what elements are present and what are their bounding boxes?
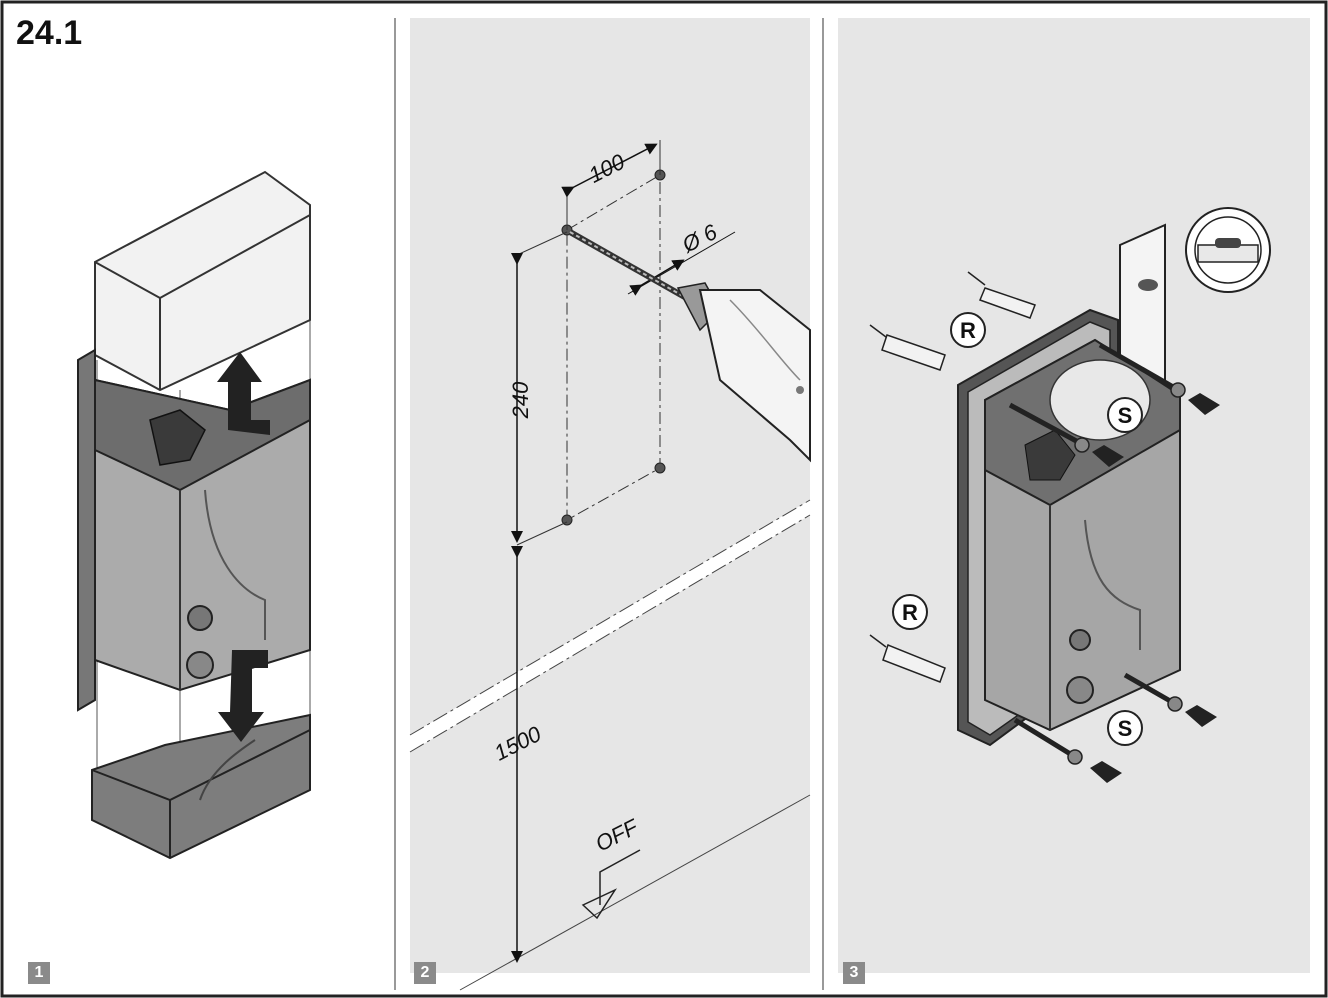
- push-arrow-icon: [1092, 445, 1124, 467]
- wall-plug-icon: [869, 634, 946, 683]
- label-r-circle: [950, 312, 986, 348]
- drill-icon: [568, 229, 811, 463]
- wall-plate: [77, 348, 96, 712]
- floor-band: [410, 500, 810, 752]
- panel-number-badge: 3: [843, 962, 865, 984]
- push-arrow-icon: [1090, 761, 1122, 783]
- label-r: R: [960, 318, 976, 343]
- width-dimension-line: [561, 143, 658, 198]
- panel-1-illustration: [77, 170, 311, 860]
- label-r-circle: [892, 594, 928, 630]
- screw-icon: [1123, 672, 1183, 712]
- label-s: S: [1118, 403, 1133, 428]
- arrow-up-icon: [217, 352, 270, 435]
- panel-number-badge: 2: [414, 962, 436, 984]
- push-arrow-icon: [1188, 393, 1220, 415]
- panel-number-badge: 1: [28, 962, 50, 984]
- screw-icon: [1008, 402, 1090, 453]
- wall-plug-icon: [869, 324, 946, 371]
- label-s-circle: [1107, 710, 1143, 746]
- screw-icon: [1098, 342, 1186, 398]
- drill-hole: [654, 462, 666, 474]
- housing-body-3: [984, 338, 1181, 732]
- label-s: S: [1118, 716, 1133, 741]
- top-cover: [94, 170, 311, 392]
- screw-icon: [1013, 717, 1083, 765]
- figure-title: 24.1: [16, 14, 83, 52]
- label-s-circle: [1107, 397, 1143, 433]
- floor-level-marker: [581, 888, 618, 920]
- wall-plug-icon: [967, 271, 1036, 319]
- diameter-dimension-line: [629, 259, 685, 296]
- height-dimension-label: 240: [508, 381, 533, 419]
- arrow-down-icon: [218, 650, 268, 742]
- bottom-cover: [91, 713, 311, 860]
- drill-hole: [561, 514, 573, 526]
- panel-3-illustration: [838, 18, 1310, 973]
- push-arrow-icon: [1185, 705, 1217, 727]
- housing-body: [94, 378, 311, 692]
- panel-2-illustration: [409, 18, 811, 991]
- label-r: R: [902, 600, 918, 625]
